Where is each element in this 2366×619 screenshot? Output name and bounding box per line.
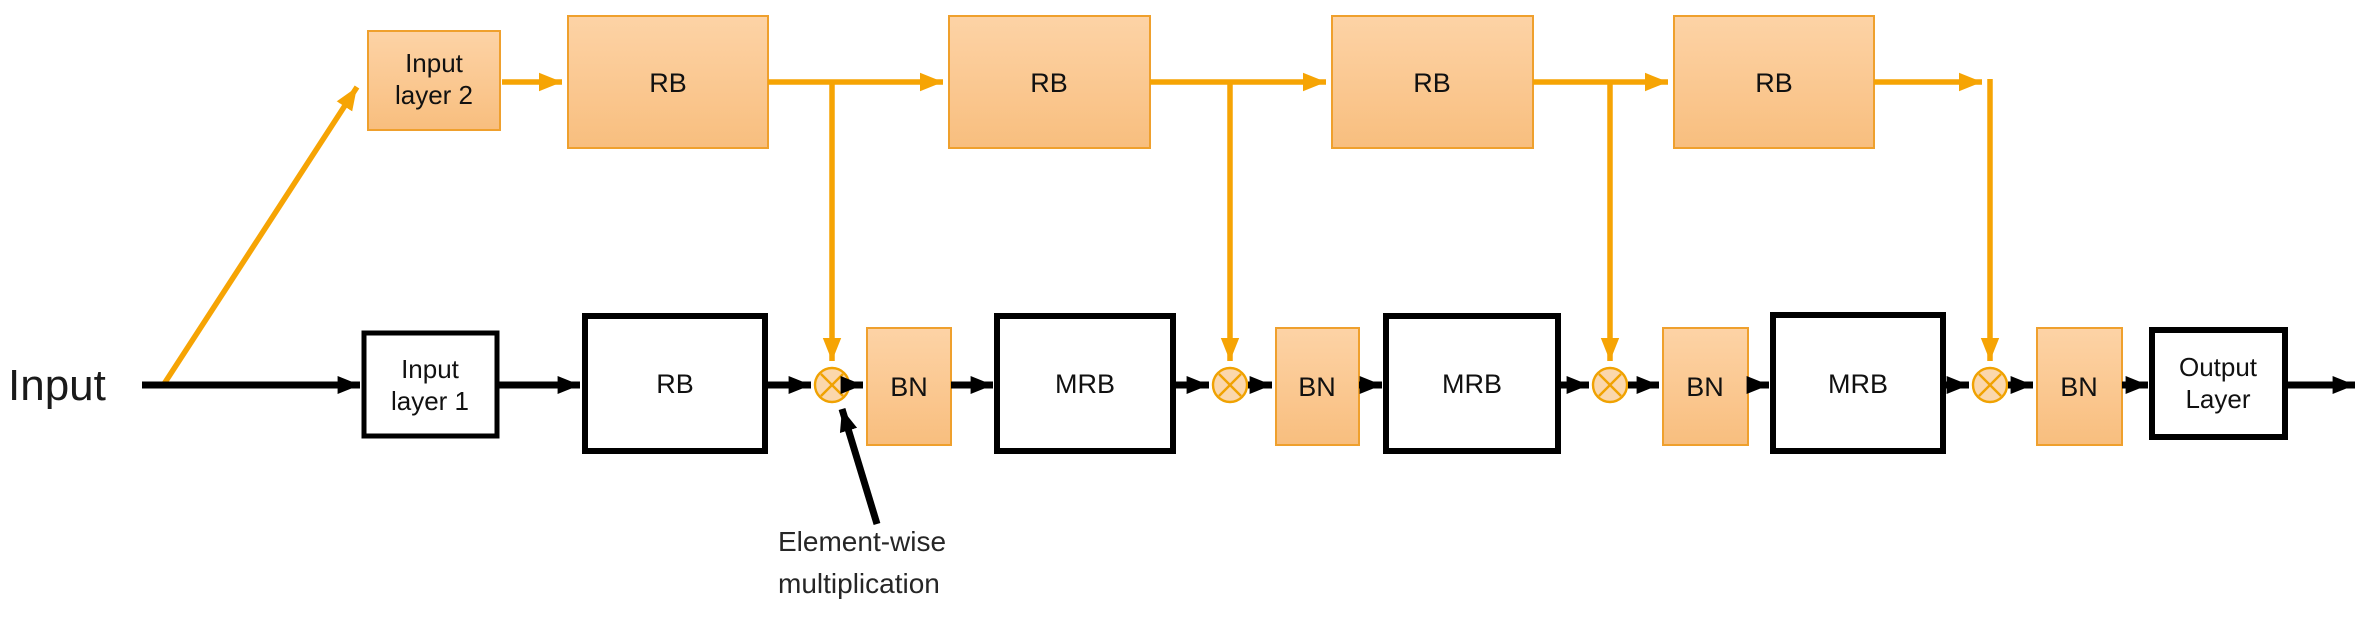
input-layer-1-label-line2: layer 1 — [391, 386, 469, 416]
mrb-1-box — [994, 313, 1176, 454]
multiply-node-1 — [813, 366, 851, 404]
input-layer-2-label-line1: Input — [405, 48, 464, 78]
top-branch: Input layer 2 RB RB RB — [161, 15, 2000, 386]
rb-top-4-box — [1673, 15, 1875, 149]
rb-top-3-label: RB — [1413, 68, 1451, 98]
block-rb-top-1: RB — [567, 15, 769, 149]
input-layer-1-label-line1: Input — [401, 354, 460, 384]
block-input-layer-2: Input layer 2 — [367, 30, 501, 131]
mrb-2-box — [1383, 313, 1561, 454]
block-mrb-1: MRB — [994, 313, 1176, 454]
rb-top-3-box — [1331, 15, 1534, 149]
multiply-node-4 — [1971, 366, 2009, 404]
block-bn-2: BN — [1275, 327, 1360, 446]
input-layer-1-box — [361, 330, 500, 439]
bn-2-label: BN — [1298, 372, 1336, 402]
block-bn-4: BN — [2036, 327, 2123, 446]
rb-top-2-label: RB — [1030, 68, 1068, 98]
bn-1-label: BN — [890, 372, 928, 402]
block-rb-top-4: RB — [1673, 15, 1875, 149]
bn-3-box — [1662, 327, 1749, 446]
bn-3-label: BN — [1686, 372, 1724, 402]
output-layer-label-line1: Output — [2179, 352, 2258, 382]
block-mrb-3: MRB — [1770, 312, 1946, 454]
rb-bottom-box — [582, 313, 768, 454]
mrb-3-box — [1770, 312, 1946, 454]
block-rb-top-3: RB — [1331, 15, 1534, 149]
bn-4-label: BN — [2060, 372, 2098, 402]
input-label: Input — [8, 361, 106, 410]
mrb-2-label: MRB — [1442, 369, 1502, 399]
multiply-icon-stroke — [1218, 373, 1242, 397]
output-layer-box — [2149, 327, 2288, 440]
rb-top-1-box — [567, 15, 769, 149]
rb-bottom-label: RB — [656, 369, 694, 399]
block-rb-bottom: RB — [582, 313, 768, 454]
mrb-1-label: MRB — [1055, 369, 1115, 399]
block-input-layer-1: Input layer 1 — [361, 330, 500, 439]
input-layer-2-box — [367, 30, 501, 131]
input-layer-2-label-line2: layer 2 — [395, 80, 473, 110]
multiply-node-2 — [1211, 366, 1249, 404]
multiply-icon-stroke — [1598, 373, 1622, 397]
bn-2-box — [1275, 327, 1360, 446]
output-layer-label-line2: Layer — [2185, 384, 2250, 414]
bottom-pipeline: Input Input layer 1 RB BN — [8, 312, 2355, 454]
rb-top-4-label: RB — [1755, 68, 1793, 98]
bn-4-box — [2036, 327, 2123, 446]
multiply-icon-stroke — [1978, 373, 2002, 397]
rb-top-1-label: RB — [649, 68, 687, 98]
bn-1-box — [866, 327, 952, 446]
multiply-icon-stroke — [820, 373, 844, 397]
annotation-line2: multiplication — [778, 568, 940, 599]
block-rb-top-2: RB — [948, 15, 1151, 149]
annotation-line1: Element-wise — [778, 526, 946, 557]
rb-top-2-box — [948, 15, 1151, 149]
block-bn-1: BN — [866, 327, 952, 446]
arrow-input-to-input-layer-2 — [161, 85, 360, 386]
multiply-node-3 — [1591, 366, 1629, 404]
block-mrb-2: MRB — [1383, 313, 1561, 454]
block-output-layer: Output Layer — [2149, 327, 2288, 440]
annotation-arrow — [838, 407, 881, 526]
block-bn-3: BN — [1662, 327, 1749, 446]
mrb-3-label: MRB — [1828, 369, 1888, 399]
annotation-element-wise-multiplication: Element-wise multiplication — [778, 407, 946, 599]
